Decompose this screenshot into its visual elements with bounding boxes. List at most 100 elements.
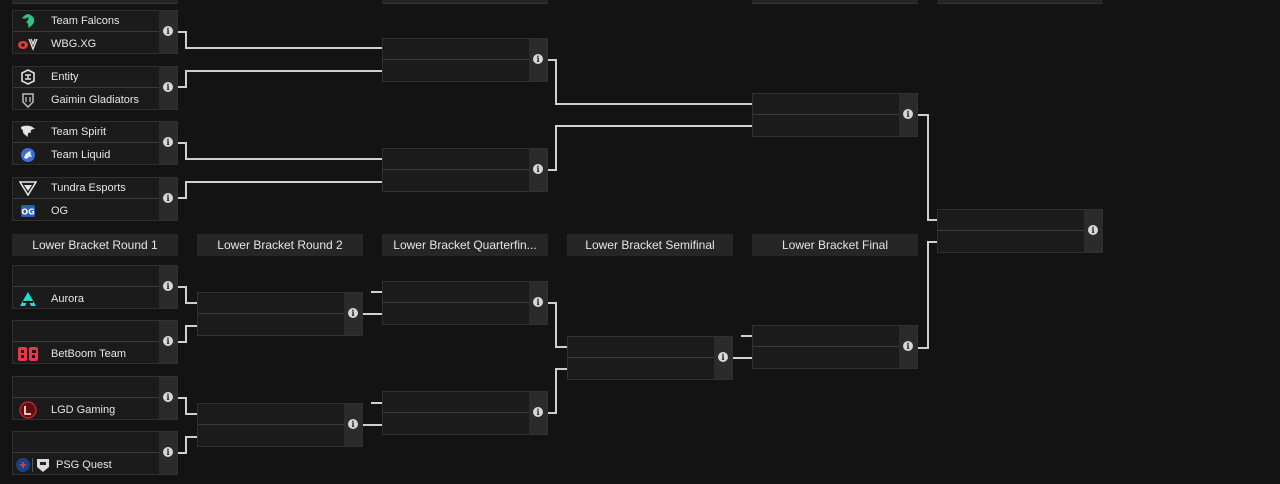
team-slot[interactable] <box>198 404 346 425</box>
match-info-column: i <box>159 67 177 109</box>
team-slot[interactable] <box>383 282 531 303</box>
match-info-column: i <box>159 377 177 419</box>
team-slot[interactable]: Team Spirit <box>13 122 161 143</box>
info-icon[interactable]: i <box>533 297 543 307</box>
info-icon[interactable]: i <box>163 26 173 36</box>
team-slot[interactable] <box>753 348 901 369</box>
team-slot[interactable]: PSG Quest <box>13 454 161 475</box>
info-icon[interactable]: i <box>718 352 728 362</box>
info-icon[interactable]: i <box>903 341 913 351</box>
team-slot[interactable]: Aurora <box>13 288 161 309</box>
team-name: Entity <box>51 71 79 83</box>
team-slot[interactable]: Team Falcons <box>13 11 161 32</box>
info-icon[interactable]: i <box>903 109 913 119</box>
info-icon[interactable]: i <box>163 193 173 203</box>
team-name: Gaimin Gladiators <box>51 93 140 106</box>
team-slot[interactable]: WBG.XG <box>13 33 161 54</box>
team-name: Tundra Esports <box>51 182 126 194</box>
match-card-grand-final[interactable]: i <box>937 209 1103 253</box>
match-card-lower-r1-lgd[interactable]: LGD Gaming i <box>12 376 178 420</box>
match-card-tundra-vs-og[interactable]: Tundra Esports OG OG i <box>12 177 178 221</box>
match-card-lower-qf-1[interactable]: i <box>382 281 548 325</box>
info-icon[interactable]: i <box>163 281 173 291</box>
team-slot[interactable] <box>383 392 531 413</box>
team-slot[interactable] <box>13 266 161 287</box>
match-info-column: i <box>529 392 547 434</box>
team-slot[interactable]: LGD Gaming <box>13 399 161 420</box>
team-slot[interactable]: Tundra Esports <box>13 178 161 199</box>
team-slot[interactable] <box>938 232 1086 253</box>
team-slot[interactable] <box>753 116 901 137</box>
round-header-lower-semifinal: Lower Bracket Semifinal <box>567 234 733 256</box>
team-slot[interactable] <box>383 61 531 82</box>
match-info-column: i <box>899 326 917 368</box>
info-icon[interactable]: i <box>533 407 543 417</box>
team-slot[interactable] <box>568 359 716 380</box>
team-slot[interactable] <box>198 293 346 314</box>
team-slot[interactable] <box>938 210 1086 231</box>
info-icon[interactable]: i <box>533 164 543 174</box>
match-card-falcons-vs-wbg[interactable]: Team Falcons WBG.XG i <box>12 10 178 54</box>
wbg-xg-logo-icon <box>17 34 39 54</box>
team-slot[interactable] <box>383 304 531 325</box>
team-slot[interactable] <box>198 315 346 336</box>
psg-quest-logo-icon <box>15 455 53 475</box>
team-slot[interactable]: Team Liquid <box>13 144 161 165</box>
match-info-column: i <box>529 282 547 324</box>
match-card-lower-r1-aurora[interactable]: Aurora i <box>12 265 178 309</box>
match-card-lower-semifinal[interactable]: i <box>567 336 733 380</box>
betboom-logo-icon <box>17 344 39 364</box>
round-header-lower-final: Lower Bracket Final <box>752 234 918 256</box>
match-info-column: i <box>714 337 732 379</box>
info-icon[interactable]: i <box>348 419 358 429</box>
match-card-lower-r2-1[interactable]: i <box>197 292 363 336</box>
team-name: WBG.XG <box>51 37 97 50</box>
info-icon[interactable]: i <box>348 308 358 318</box>
lgd-logo-icon <box>17 400 39 420</box>
match-card-lower-qf-2[interactable]: i <box>382 391 548 435</box>
team-slot[interactable] <box>568 337 716 358</box>
team-slot[interactable]: BetBoom Team <box>13 343 161 364</box>
team-slot[interactable]: OG OG <box>13 200 161 221</box>
match-info-column: i <box>159 266 177 308</box>
info-icon[interactable]: i <box>163 82 173 92</box>
info-icon[interactable]: i <box>1088 225 1098 235</box>
team-slot[interactable] <box>13 377 161 398</box>
info-icon[interactable]: i <box>163 336 173 346</box>
team-slot[interactable] <box>753 326 901 347</box>
match-card-upper-semifinal-1[interactable]: i <box>382 38 548 82</box>
match-info-column: i <box>159 178 177 220</box>
team-slot[interactable] <box>383 149 531 170</box>
match-info-column: i <box>159 432 177 474</box>
match-card-upper-semifinal-2[interactable]: i <box>382 148 548 192</box>
round-header-lower-round-1: Lower Bracket Round 1 <box>12 234 178 256</box>
info-icon[interactable]: i <box>163 392 173 402</box>
team-slot[interactable] <box>383 414 531 435</box>
aurora-logo-icon <box>17 289 39 309</box>
team-slot[interactable] <box>753 94 901 115</box>
match-card-upper-final[interactable]: i <box>752 93 918 137</box>
team-slot[interactable] <box>198 426 346 447</box>
match-card-lower-r1-psg-quest[interactable]: PSG Quest i <box>12 431 178 475</box>
team-slot[interactable] <box>383 39 531 60</box>
team-slot[interactable] <box>13 432 161 453</box>
team-slot[interactable] <box>13 321 161 342</box>
match-card-lower-r2-2[interactable]: i <box>197 403 363 447</box>
info-icon[interactable]: i <box>533 54 543 64</box>
info-icon[interactable]: i <box>163 137 173 147</box>
match-card-entity-vs-gaimin[interactable]: Entity Gaimin Gladiators i <box>12 66 178 110</box>
match-info-column: i <box>159 11 177 53</box>
match-card-lower-r1-betboom[interactable]: BetBoom Team i <box>12 320 178 364</box>
team-name: PSG Quest <box>56 458 112 471</box>
team-slot[interactable]: Entity <box>13 67 161 88</box>
match-card-lower-final[interactable]: i <box>752 325 918 369</box>
team-slot[interactable] <box>383 171 531 192</box>
info-icon[interactable]: i <box>163 447 173 457</box>
team-name: Team Spirit <box>51 126 107 138</box>
match-info-column: i <box>344 404 362 446</box>
team-slot[interactable]: Gaimin Gladiators <box>13 89 161 110</box>
spirit-dragon-logo-icon <box>17 122 39 142</box>
match-card-spirit-vs-liquid[interactable]: Team Spirit Team Liquid i <box>12 121 178 165</box>
match-stub <box>12 0 178 4</box>
